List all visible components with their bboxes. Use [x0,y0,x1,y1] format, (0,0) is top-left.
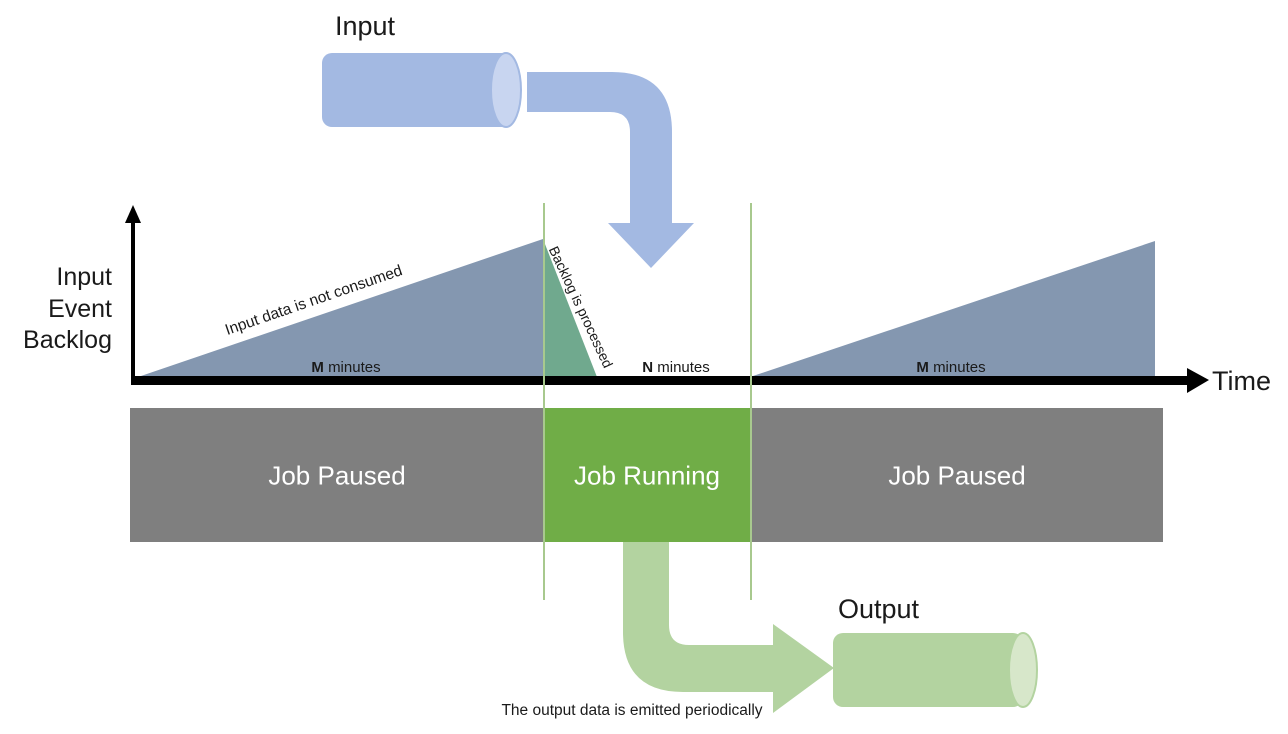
duration-2-rest: minutes [653,359,710,376]
y-axis-label-line-1: Input [56,263,112,291]
job-paused-label-2: Job Paused [888,460,1026,491]
x-axis-line [131,376,1187,385]
output-note: The output data is emitted periodically [501,702,763,719]
y-axis-arrowhead [125,205,141,223]
job-running-label: Job Running [574,460,720,491]
duration-m-minutes-1: M minutes [311,359,380,376]
y-axis-label-line-3: Backlog [23,326,112,354]
input-cylinder-end [490,52,522,128]
job-paused-segment-1 [130,408,543,542]
input-flow-arrow [527,72,694,268]
duration-2-bold: N [642,359,654,376]
duration-m-minutes-2: M minutes [916,359,985,376]
output-title: Output [838,594,920,624]
job-paused-segment-2 [750,408,1163,542]
output-cylinder-end [1008,632,1038,708]
backlog-rising-triangle-1 [138,239,543,377]
y-axis-label: Input Event Backlog [14,262,112,357]
y-axis-label-line-2: Event [48,294,112,323]
backlog-processed-triangle [543,239,597,377]
output-cylinder-body [833,633,1023,707]
backlog-rising-triangle-2 [750,241,1155,377]
duration-1-bold: M [311,359,324,376]
input-title: Input [335,11,396,41]
job-running-segment [543,408,750,542]
duration-3-rest: minutes [928,359,986,376]
duration-1-rest: minutes [323,359,381,376]
duration-n-minutes: N minutes [642,359,710,376]
x-axis-label: Time [1212,366,1271,396]
y-axis-line [131,214,135,379]
output-flow-arrow [623,542,834,713]
input-cylinder-body [322,53,512,127]
job-paused-label-1: Job Paused [268,460,406,491]
duration-3-bold: M [916,359,929,376]
x-axis-arrowhead [1187,368,1209,393]
